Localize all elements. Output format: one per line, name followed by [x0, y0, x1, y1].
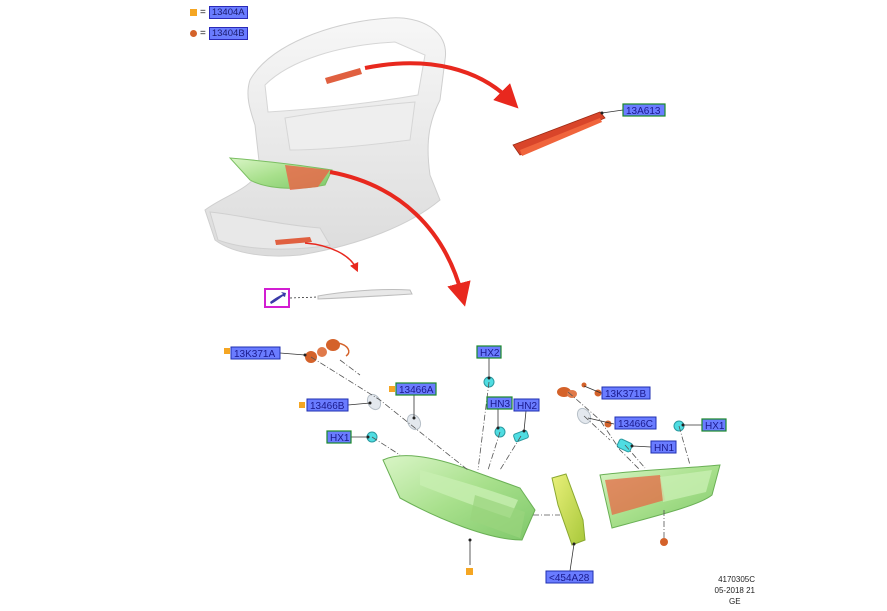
drawing-number: 4170305C [718, 575, 755, 584]
legend-code-b: 13404B [208, 27, 248, 40]
label-13a613: 13A613 [622, 103, 666, 117]
svg-text:HX2: HX2 [480, 348, 500, 359]
label-hx1-right: HX1 [701, 418, 727, 432]
curved-arrow-icon [329, 61, 519, 307]
svg-text:13466C: 13466C [618, 419, 653, 430]
curved-arrow-icon [304, 242, 359, 273]
leader-dot [468, 538, 472, 542]
leader-dot [681, 423, 685, 427]
bulb-icon [366, 393, 592, 431]
leader-dot [366, 435, 370, 439]
circle-marker-icon [190, 30, 197, 37]
svg-text:HN2: HN2 [517, 401, 537, 412]
reflector-icon [551, 473, 586, 546]
square-marker-icon [299, 402, 305, 408]
label-13466c: 13466C [614, 416, 657, 430]
square-marker-icon [190, 9, 197, 16]
drawing-date: 05-2018 21 [714, 586, 755, 595]
label-hx1-left: HX1 [326, 430, 352, 444]
high-mount-lamp-icon [512, 111, 606, 156]
svg-text:HX1: HX1 [705, 421, 725, 432]
square-marker-icon [466, 568, 473, 575]
leader-dot [600, 111, 604, 115]
square-marker-icon [389, 386, 395, 392]
leader-dot [630, 444, 634, 448]
svg-text:13K371B: 13K371B [605, 389, 646, 400]
svg-text:13K371A: 13K371A [234, 349, 275, 360]
svg-text:HX1: HX1 [330, 433, 350, 444]
tail-lamp-left-icon [382, 455, 536, 541]
leader-dot [412, 416, 416, 420]
legend-equals: = [200, 28, 206, 39]
svg-text:HN3: HN3 [490, 399, 510, 410]
leader-line [569, 543, 575, 572]
leader-dot [522, 429, 526, 433]
leader-dot [487, 376, 491, 380]
leader-dot [572, 542, 576, 546]
svg-text:13A613: 13A613 [626, 106, 661, 117]
reflector-icon [317, 288, 413, 300]
legend-equals: = [200, 7, 206, 18]
leader-dot [303, 353, 307, 357]
label-hx2: HX2 [476, 345, 502, 359]
svg-text:13466B: 13466B [310, 401, 345, 412]
leader-dot [496, 426, 500, 430]
car-rear-body-icon [204, 17, 446, 257]
svg-text:<454A28: <454A28 [549, 573, 590, 584]
label-13k371a: 13K371A [230, 346, 281, 360]
label-13k371b: 13K371B [601, 386, 651, 400]
leader-line [289, 296, 319, 299]
legend-row-square: = 13404A [190, 6, 248, 19]
square-marker-icon [224, 348, 230, 354]
circle-marker-icon [604, 420, 612, 428]
leader-line [583, 385, 602, 394]
label-hn2: HN2 [513, 398, 540, 412]
see-note-icon [264, 288, 290, 308]
svg-text:HN1: HN1 [654, 443, 674, 454]
leader-line [631, 445, 652, 448]
label-13466a: 13466A [395, 382, 437, 396]
leader-line [587, 417, 615, 425]
leader-line [347, 402, 371, 406]
legend-code-a: 13404A [208, 6, 248, 19]
drawing-reference: 4170305C 05-2018 21 GE [715, 574, 755, 607]
bulb-icon [305, 339, 350, 363]
label-hn3: HN3 [486, 396, 513, 410]
leader-dot [368, 401, 372, 405]
label-hn1: HN1 [650, 440, 677, 454]
svg-text:13466A: 13466A [399, 385, 434, 396]
legend-row-circle: = 13404B [190, 27, 248, 40]
bulb-icon [557, 382, 587, 398]
leader-line [523, 410, 527, 432]
label-13466b: 13466B [306, 398, 349, 412]
label-454a28: <454A28 [545, 570, 594, 584]
tail-lamp-right-icon [599, 464, 721, 529]
drawing-lang: GE [728, 597, 741, 606]
leader-line [279, 352, 306, 356]
circle-marker-icon [660, 538, 668, 546]
leader-line [601, 109, 624, 114]
